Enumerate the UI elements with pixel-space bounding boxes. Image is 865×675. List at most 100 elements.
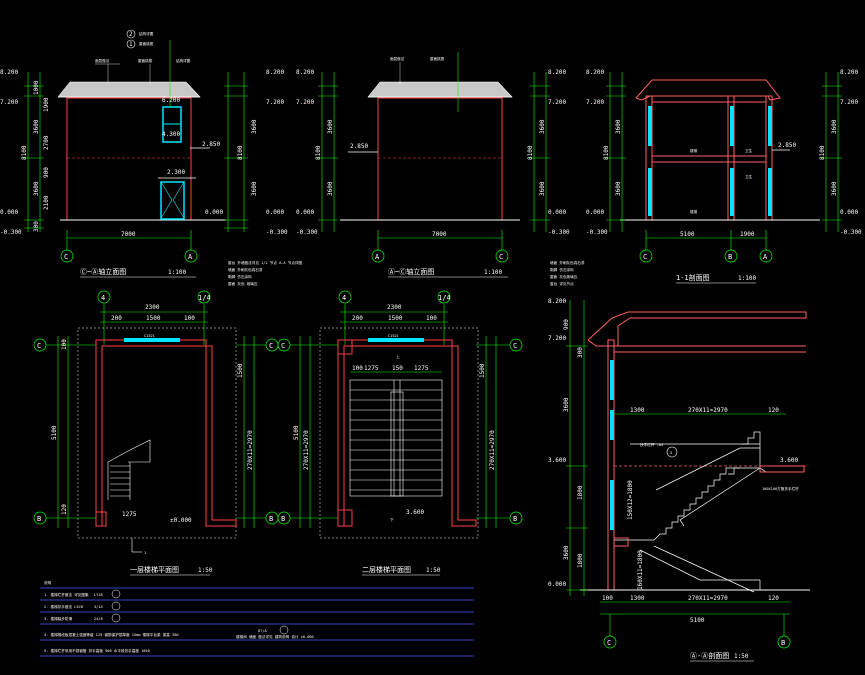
elevation1-roof <box>57 81 201 98</box>
sectionAA-level-3600: 3.600 <box>780 457 798 464</box>
section11-bottom-dim-2: 1900 <box>740 231 755 238</box>
elevation1-inner-dim-3: 900 <box>43 167 50 178</box>
section11-room-4: 卫生 <box>745 174 753 179</box>
svg-text:墙面 外刷灰色真石漆: 墙面 外刷灰色真石漆 <box>228 267 263 272</box>
elevation1-wall <box>66 97 192 221</box>
svg-text:勒脚 仿石涂料: 勒脚 仿石涂料 <box>228 274 252 279</box>
elevation2-lvl-0: 0.000 <box>296 209 314 216</box>
elevation1-annot-3: 面层做法 <box>95 58 110 63</box>
notes-row-2-ref: 3/14 <box>94 605 103 609</box>
elevation2-left-total: 8100 <box>315 145 322 160</box>
elevation2-left-dim-3: 3600 <box>327 181 334 196</box>
elevation1-left-dim-2: 3600 <box>33 119 40 134</box>
elevation-a-c: 面层做法 屋面挑檐 2.850 8.200 7.200 0.000 -0.300… <box>296 52 585 286</box>
elevation2-right-dim-2: 3600 <box>539 119 546 134</box>
sectionAA-stair <box>614 431 767 593</box>
elevation1-axis-a <box>184 249 198 263</box>
plan1-axis-b-label: B <box>37 515 41 523</box>
elevation1-lvl-m300: -0.300 <box>0 229 22 236</box>
svg-text:勒脚 仿石涂料: 勒脚 仿石涂料 <box>550 267 574 272</box>
svg-text:屋面 灰色琉璃瓦: 屋面 灰色琉璃瓦 <box>550 274 578 279</box>
elevation1-lvl-0: 0.000 <box>0 209 18 216</box>
plan2-axis-14-label: 1/4 <box>438 294 451 302</box>
elevation1-level-2300: 2.300 <box>167 169 185 176</box>
elevation1-r-lvl-m300: -0.300 <box>266 229 288 236</box>
sectionAA-beam-note: 100X100方管扶手栏杆 <box>762 486 799 491</box>
plan2-window <box>368 338 424 342</box>
elevation1-left-dim-3: 3600 <box>33 181 40 196</box>
sectionAA-title: Ⓐ-Ⓐ剖面图 <box>690 651 729 660</box>
sectionAA-flight-dim-1: 1300 <box>630 407 645 414</box>
elevation1-right-dim-2: 3600 <box>251 119 258 134</box>
sectionAA-lvl-0: 0.000 <box>548 581 566 588</box>
elevation1-left-dim-4: 300 <box>33 221 40 232</box>
notes-row-4: 4. 楼梯梯段板混凝土强度等级 C25 钢筋保护层厚度 15mm 楼梯平台梁 梁… <box>44 632 179 637</box>
sectionAA-riser-left: 150X12=1800 <box>627 480 634 520</box>
sectionAA-axis-b-label: B <box>781 639 785 647</box>
elevation2-lvl-8200: 8.200 <box>296 69 314 76</box>
notes-row-3: 3. 楼梯踏步防滑 <box>44 616 72 621</box>
elevation1-axis-c <box>60 249 74 263</box>
plan2-top-total: 2300 <box>387 304 402 311</box>
plan2-axis-b-right-label: B <box>513 515 517 523</box>
plan2-inner-dim-2: 1275 <box>364 365 379 372</box>
plan1-top-dim-2: 1500 <box>146 315 161 322</box>
sectionAA-left-dim-total: 3600 <box>563 545 570 560</box>
elevation2-wall <box>377 97 503 221</box>
plan1-axis-4 <box>97 290 111 304</box>
notes-row-1-ref: LYJ8 <box>94 593 103 597</box>
plan2-level: 3.600 <box>406 509 424 516</box>
plan1-cut-label: 1 <box>144 551 146 555</box>
elevation2-right-dim-3: 3600 <box>539 181 546 196</box>
sectionAA-left-dim-1: 900 <box>563 319 570 330</box>
plan2-top-dim-3: 100 <box>426 315 437 322</box>
sectionAA-bottom-dim-1: 100 <box>602 595 613 602</box>
plan1-scale: 1:50 <box>198 567 213 574</box>
elevation1-annot-4: 屋面挑檐 <box>138 58 153 63</box>
section11-level-2850: 2.850 <box>778 142 796 149</box>
elevation1-level-4300: 4.300 <box>162 131 180 138</box>
sectionAA-roof <box>587 311 807 347</box>
elevation2-left-dims <box>318 72 338 232</box>
section11-lvl-8200: 8.200 <box>586 69 604 76</box>
plan2-axis-c-label: C <box>281 342 285 350</box>
section11-left-dims <box>606 72 626 232</box>
plan2-scale: 1:50 <box>426 567 441 574</box>
elevation2-notes: 墙面 外刷灰色真石漆 勒脚 仿石涂料 屋面 灰色琉璃瓦 窗台 详见节点 <box>550 260 585 286</box>
section11-room-2: 楼梯 <box>690 209 698 214</box>
plan1-axis-c-label: C <box>37 342 41 350</box>
section11-right-dim-2: 3600 <box>831 119 838 134</box>
notes-mid-ref: D7/A <box>258 629 267 633</box>
elevation1-inner-dim-1: 1900 <box>43 97 50 112</box>
notes-row-1: 1. 楼梯栏杆做法 详见图集 <box>44 592 89 597</box>
plan1-axis-4-label: 4 <box>101 294 105 302</box>
notes-row-2: 2. 楼梯扶手做法 L9J8 <box>44 604 83 609</box>
elevation1-r-lvl-8200: 8.200 <box>266 69 284 76</box>
elevation1-inner-dim-4: 2100 <box>43 195 50 210</box>
sectionAA-flight-dim-3: 120 <box>768 407 779 414</box>
section11-axis-a-label: A <box>763 253 768 261</box>
elevation1-annot-1: 结构详图 <box>139 31 154 36</box>
elevation2-axis-a-label: A <box>375 253 380 261</box>
section11-axis-c <box>639 249 653 263</box>
plan1-left-total: 5100 <box>51 425 58 440</box>
section11-lvl-7200: 7.200 <box>586 99 604 106</box>
sectionAA-scale: 1:50 <box>734 653 749 660</box>
elevation1-right-dims <box>224 72 248 232</box>
elevation2-axis-a <box>371 249 385 263</box>
section-a-a: 3 扶手栏杆 -05 3.600 100X100方管扶手栏杆 150X12=18… <box>548 298 810 662</box>
elevation2-axis-c <box>495 249 509 263</box>
plan2-stair-flights <box>349 379 443 497</box>
section11-lvl-m300: -0.300 <box>586 229 608 236</box>
elevation2-level-2850: 2.850 <box>350 143 368 150</box>
elevation1-axis-a-label: A <box>188 253 193 261</box>
section11-right-total: 8100 <box>819 145 826 160</box>
plan2-axis-c-right-label: C <box>513 342 517 350</box>
elevation1-notes: 窗台 外墙做法详见 1/2 节点 A-A 节点详图 墙面 外刷灰色真石漆 勒脚 … <box>228 260 303 286</box>
elevation2-annot-2: 屋面挑檐 <box>430 56 445 61</box>
section11-axis-b-label: B <box>728 253 732 261</box>
callout-2-text: 2 <box>129 31 133 38</box>
sectionAA-lvl-3600: 3.600 <box>548 457 566 464</box>
plan1-top-dim-1: 200 <box>111 315 122 322</box>
section11-right-dims <box>822 72 842 232</box>
